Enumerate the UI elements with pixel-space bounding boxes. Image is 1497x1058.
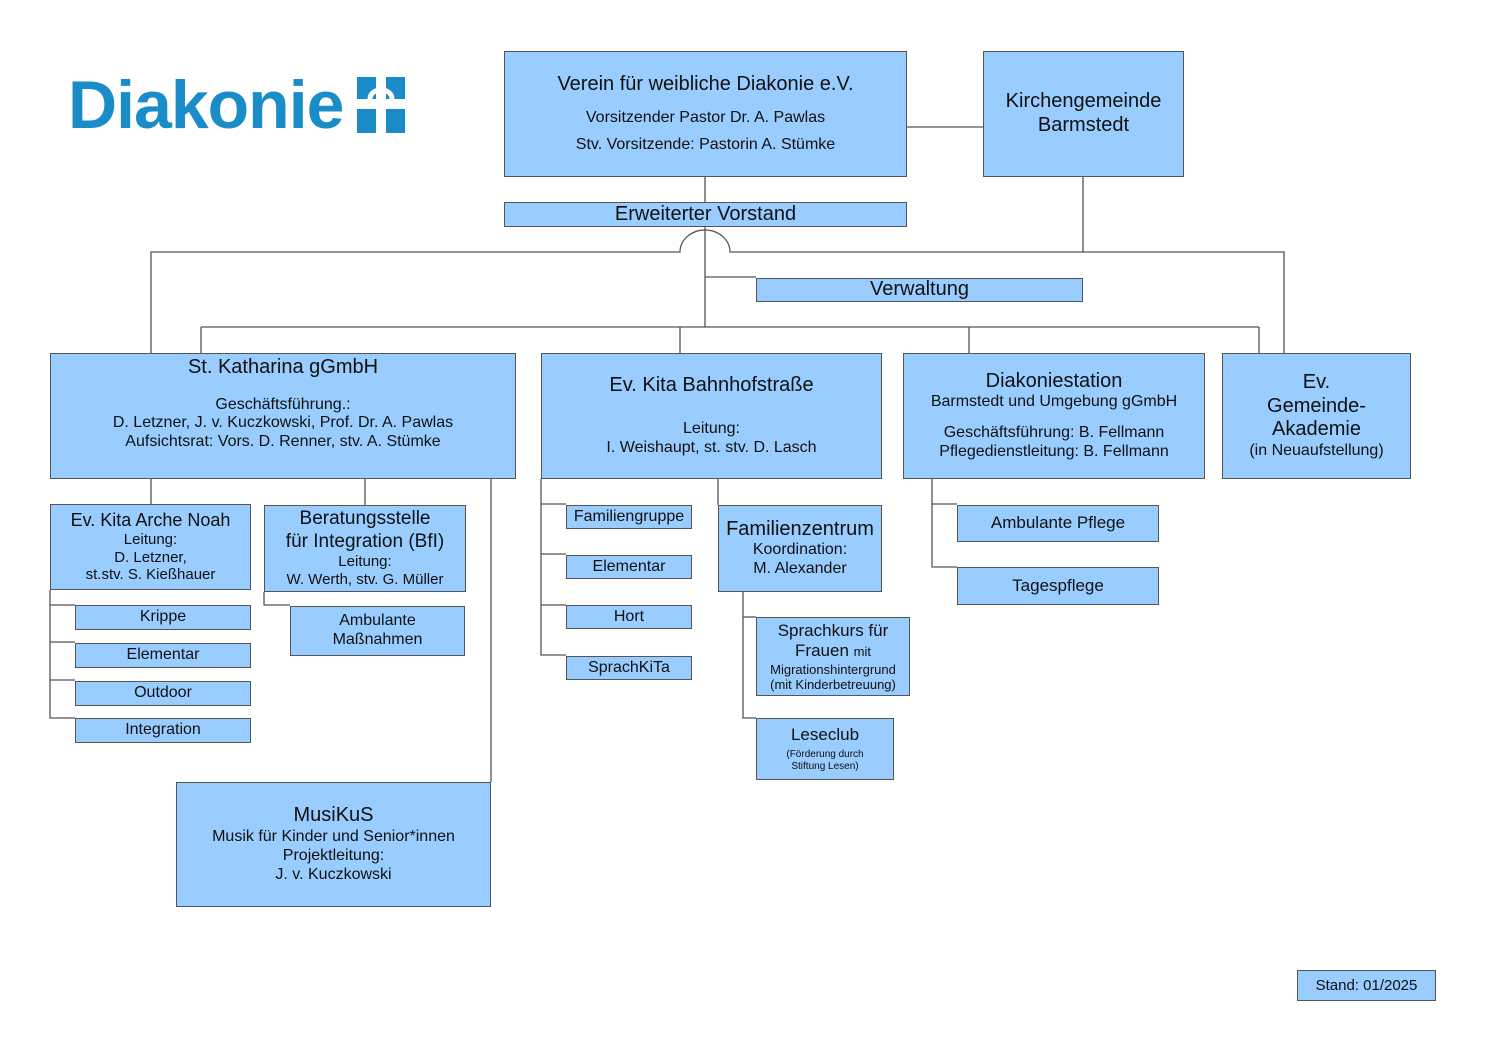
kirchengemeinde-line2: Barmstedt	[1037, 114, 1130, 136]
erweiterter-vorstand-box: Erweiterter Vorstand	[504, 202, 907, 227]
leseclub-line1: (Förderung durch	[786, 749, 864, 761]
tagespflege-label: Tagespflege	[1012, 575, 1104, 595]
musikus-leitung: J. v. Kuczkowski	[275, 865, 392, 883]
group-krippe-label: Krippe	[139, 608, 187, 626]
group-hort: Hort	[566, 605, 692, 629]
group-familiengruppe-label: Familiengruppe	[573, 507, 685, 525]
verein-title: Verein für weibliche Diakonie e.V.	[557, 73, 854, 96]
arche-noah-leitung-label: Leitung:	[123, 531, 178, 549]
group-outdoor: Outdoor	[75, 681, 251, 706]
group-hort-label: Hort	[613, 607, 645, 625]
verein-box: Verein für weibliche Diakonie e.V. Vorsi…	[504, 51, 907, 177]
ambulante-massnahmen-line1: Ambulante	[339, 612, 416, 630]
kirchengemeinde-line1: Kirchengemeinde	[1005, 90, 1162, 113]
katharina-box: St. Katharina gGmbH Geschäftsführung.: D…	[50, 353, 516, 479]
group-krippe: Krippe	[75, 605, 251, 630]
akademie-status: (in Neuaufstellung)	[1249, 441, 1384, 459]
kita-bahnhof-title: Ev. Kita Bahnhofstraße	[609, 374, 814, 397]
diakoniestation-title: Diakoniestation	[985, 369, 1123, 392]
katharina-gf-names: D. Letzner, J. v. Kuczkowski, Prof. Dr. …	[112, 414, 454, 432]
group-elementar-bahnhof: Elementar	[566, 555, 692, 579]
ambulante-pflege-label: Ambulante Pflege	[990, 513, 1126, 533]
erweiterter-vorstand-label: Erweiterter Vorstand	[614, 202, 797, 225]
musikus-subtitle: Musik für Kinder und Senior*innen	[212, 827, 455, 845]
beratung-leitung-label: Leitung:	[338, 553, 392, 571]
diakoniestation-box: Diakoniestation Barmstedt und Umgebung g…	[903, 353, 1205, 479]
tagespflege-box: Tagespflege	[957, 567, 1159, 605]
familienzentrum-koordination-label: Koordination:	[752, 541, 848, 559]
diakonie-cross-icon	[357, 77, 406, 133]
arche-noah-box: Ev. Kita Arche Noah Leitung: D. Letzner,…	[50, 504, 251, 590]
stand-box: Stand: 01/2025	[1297, 970, 1436, 1001]
katharina-title: St. Katharina gGmbH	[187, 356, 379, 378]
group-elementar-arche: Elementar	[75, 643, 251, 668]
diakonie-logo: Diakonie	[68, 67, 406, 143]
beratung-title1: Beratungsstelle	[299, 508, 431, 530]
familienzentrum-koordination: M. Alexander	[753, 560, 847, 578]
leseclub-box: Leseclub (Förderung durch Stiftung Lesen…	[756, 718, 894, 780]
musikus-box: MusiKuS Musik für Kinder und Senior*inne…	[176, 782, 491, 907]
arche-noah-leitung: D. Letzner,	[114, 548, 187, 566]
sprachkurs-line3: Migrationshintergrund	[770, 661, 896, 677]
diakoniestation-subtitle: Barmstedt und Umgebung gGmbH	[930, 393, 1178, 411]
group-sprachkita: SprachKiTa	[566, 656, 692, 680]
leseclub-line2: Stiftung Lesen)	[791, 761, 859, 773]
beratung-title2: für Integration (BfI)	[285, 530, 445, 552]
arche-noah-stv: st.stv. S. Kießhauer	[85, 566, 216, 584]
ambulante-pflege-box: Ambulante Pflege	[957, 505, 1159, 542]
sprachkurs-line2a: Frauen	[795, 640, 854, 660]
group-sprachkita-label: SprachKiTa	[588, 658, 670, 676]
ambulante-massnahmen-box: Ambulante Maßnahmen	[290, 606, 465, 656]
group-integration: Integration	[75, 718, 251, 743]
familienzentrum-box: Familienzentrum Koordination: M. Alexand…	[718, 505, 882, 592]
logo-wordmark: Diakonie	[68, 67, 344, 143]
leseclub-title: Leseclub	[790, 725, 860, 745]
group-familiengruppe: Familiengruppe	[566, 505, 692, 529]
sprachkurs-line4: (mit Kinderbetreuung)	[770, 676, 896, 692]
familienzentrum-title: Familienzentrum	[726, 517, 874, 540]
group-integration-label: Integration	[125, 721, 201, 739]
diakoniestation-pdl: Pflegedienstleitung: B. Fellmann	[939, 443, 1169, 461]
group-elementar-bahnhof-label: Elementar	[592, 557, 666, 575]
verwaltung-label: Verwaltung	[870, 278, 969, 301]
stand-label: Stand: 01/2025	[1315, 976, 1418, 994]
kita-bahnhof-leitung: I. Weishaupt, st. stv. D. Lasch	[606, 438, 817, 456]
verwaltung-box: Verwaltung	[756, 278, 1083, 302]
verein-deputy: Stv. Vorsitzende: Pastorin A. Stümke	[575, 135, 836, 153]
sprachkurs-line2b: mit	[853, 643, 871, 659]
diakoniestation-gf: Geschäftsführung: B. Fellmann	[943, 424, 1165, 442]
sprachkurs-line2: Frauen mit	[795, 641, 871, 662]
kita-bahnhof-box: Ev. Kita Bahnhofstraße Leitung: I. Weish…	[541, 353, 882, 479]
arche-noah-title: Ev. Kita Arche Noah	[70, 509, 231, 530]
musikus-title: MusiKuS	[293, 804, 374, 827]
katharina-gf-label: Geschäftsführung.:	[215, 395, 351, 413]
sprachkurs-line1: Sprachkurs für	[777, 620, 889, 640]
ambulante-massnahmen-line2: Maßnahmen	[332, 631, 423, 648]
akademie-line1: Ev.	[1302, 371, 1331, 394]
verein-chair: Vorsitzender Pastor Dr. A. Pawlas	[585, 108, 826, 126]
beratung-leitung: W. Werth, stv. G. Müller	[286, 570, 444, 588]
katharina-aufsichtsrat: Aufsichtsrat: Vors. D. Renner, stv. A. S…	[125, 433, 441, 451]
group-outdoor-label: Outdoor	[134, 684, 192, 702]
beratung-box: Beratungsstelle für Integration (BfI) Le…	[264, 505, 466, 592]
kita-bahnhof-leitung-label: Leitung:	[683, 419, 740, 437]
akademie-line3: Akademie	[1272, 418, 1361, 441]
musikus-leitung-label: Projektleitung:	[282, 846, 385, 864]
akademie-box: Ev. Gemeinde- Akademie (in Neuaufstellun…	[1222, 353, 1411, 479]
sprachkurs-box: Sprachkurs für Frauen mit Migrationshint…	[756, 617, 910, 696]
akademie-line2: Gemeinde-	[1267, 394, 1366, 417]
kirchengemeinde-box: Kirchengemeinde Barmstedt	[983, 51, 1184, 177]
group-elementar-arche-label: Elementar	[126, 646, 200, 664]
